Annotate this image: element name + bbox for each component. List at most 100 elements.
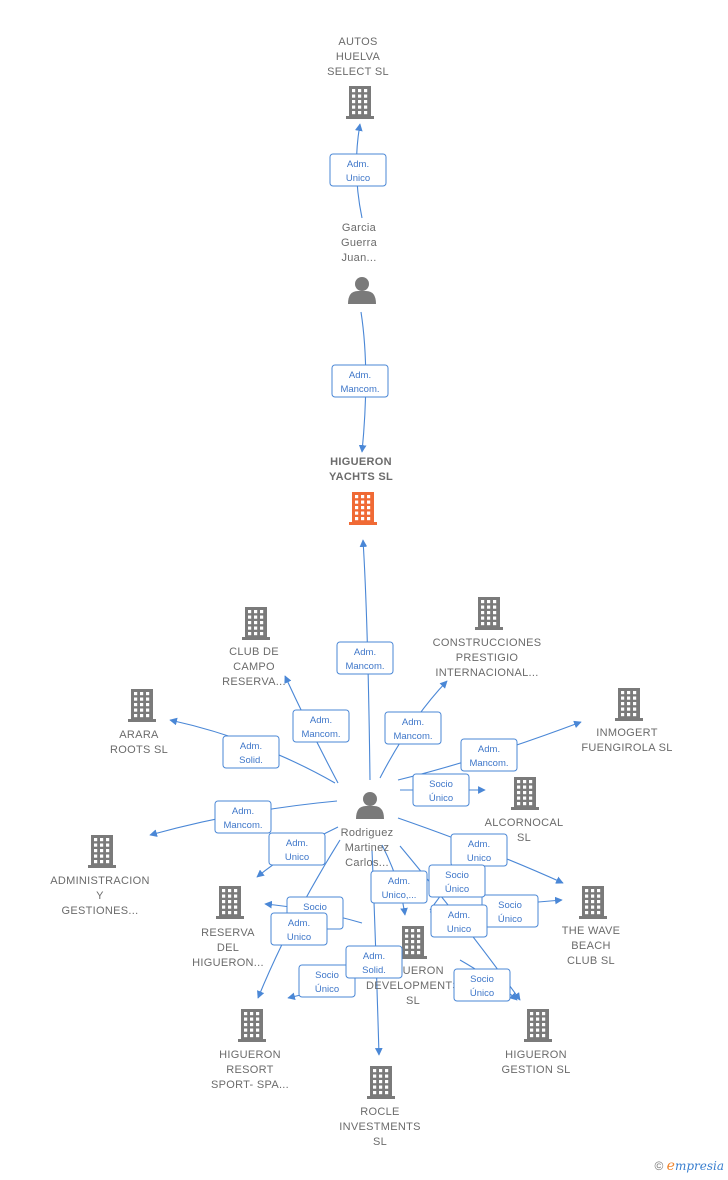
edge-label[interactable]: Adm.Mancom. [214, 800, 272, 834]
edge-label[interactable]: Adm.Mancom. [331, 364, 389, 398]
edge-rodriguez-to-higueron_yachts [359, 539, 371, 781]
edge-label-box[interactable] [370, 870, 428, 904]
edge-label-text: Unico [467, 853, 491, 864]
edge-label-box[interactable] [428, 864, 486, 898]
edge-label-text: Solid. [362, 965, 386, 976]
edge-label[interactable]: Adm. Mancom. [292, 709, 350, 743]
node-label: BEACH [571, 940, 610, 952]
building-icon [238, 1009, 266, 1042]
node-label: HIGUERON [505, 1049, 567, 1061]
edge-label[interactable]: Adm.Unico [430, 904, 488, 938]
copyright-symbol: © [654, 1159, 664, 1173]
edge-label-box[interactable] [412, 773, 470, 807]
node-label: Y [96, 890, 104, 902]
edge-label-text: Socio [470, 974, 494, 985]
building-icon [367, 1066, 395, 1099]
edge-label-text: Socio [303, 902, 327, 913]
node-label: FUENGIROLA SL [581, 742, 672, 754]
edge-label-text: Mancom. [345, 661, 384, 672]
node-label: Carlos... [345, 857, 389, 869]
edge-label-box[interactable] [329, 153, 387, 187]
edge-label-box[interactable] [298, 964, 356, 998]
edge-label-box[interactable] [222, 735, 280, 769]
node-label: Rodriguez [341, 827, 394, 839]
edge-label-box[interactable] [268, 832, 326, 866]
node-label: CAMPO [233, 661, 275, 673]
building-icon [216, 886, 244, 919]
edge-label-text: Socio [445, 870, 469, 881]
edge-label-box[interactable] [214, 800, 272, 834]
node-label: HIGUERON... [192, 957, 264, 969]
node-reserva[interactable]: RESERVADELHIGUERON... [192, 886, 264, 969]
node-label: CLUB SL [567, 955, 615, 967]
edge-label-text: Único [470, 988, 494, 999]
edge-label[interactable]: Adm.Mancom. [384, 711, 442, 745]
node-administracion[interactable]: ADMINISTRACIONYGESTIONES... [50, 835, 150, 917]
node-label: THE WAVE [562, 925, 621, 937]
node-label: PRESTIGIO [456, 652, 519, 664]
edge-label-box[interactable] [384, 711, 442, 745]
edge-label-box[interactable] [270, 912, 328, 946]
node-label: YACHTS SL [329, 471, 393, 483]
node-label: SL [406, 995, 420, 1007]
edge-label-text: Socio [498, 900, 522, 911]
edge-label-text: Mancom. [223, 820, 262, 831]
edge-label-text: Adm. [402, 717, 424, 728]
edge-label[interactable]: Adm.Solid. [222, 735, 280, 769]
edge-label-text: Adm. [310, 715, 332, 726]
empresia-logo[interactable]: © empresia [654, 1158, 724, 1174]
building-icon [349, 492, 377, 525]
edge-label[interactable]: Adm.Mancom. [460, 738, 518, 772]
node-garcia[interactable]: GarciaGuerraJuan... [341, 222, 378, 304]
edge-label[interactable]: Adm.Unico,... [370, 870, 428, 904]
edge-label-text: Único [315, 984, 339, 995]
edge-label-text: Adm. [478, 744, 500, 755]
node-club_campo[interactable]: CLUB DECAMPORESERVA... [222, 607, 286, 688]
building-icon [88, 835, 116, 868]
node-wave[interactable]: THE WAVE BEACH CLUB SL [562, 886, 621, 967]
edge-label[interactable]: Adm.Unico [268, 832, 326, 866]
building-icon [511, 777, 539, 810]
node-label: Garcia [342, 222, 377, 234]
node-label: ADMINISTRACION [50, 875, 150, 887]
node-rodriguez[interactable]: RodriguezMartinezCarlos... [341, 792, 394, 869]
edge-label-text: Adm. [363, 951, 385, 962]
edge-label-text: Único [445, 884, 469, 895]
edge-label-box[interactable] [336, 641, 394, 675]
node-label: HIGUERON [219, 1049, 281, 1061]
edge-label[interactable]: Adm.Unico [270, 912, 328, 946]
edge-label[interactable]: Adm.Unico [450, 833, 508, 867]
edge-label[interactable]: Adm.Mancom. [336, 641, 394, 675]
edge-label-box[interactable] [460, 738, 518, 772]
edge-label-text: Mancom. [301, 729, 340, 740]
edge-label[interactable]: Adm.Unico [329, 153, 387, 187]
edge-label-text: Adm. [347, 159, 369, 170]
edge-label-text: Adm. [288, 918, 310, 929]
node-label: RESORT [226, 1064, 273, 1076]
edge-label-text: Único [498, 914, 522, 925]
person-icon [348, 277, 376, 304]
building-icon [615, 688, 643, 721]
edge-label-box[interactable] [292, 709, 350, 743]
building-icon [346, 86, 374, 119]
edge-label-box[interactable] [430, 904, 488, 938]
person-icon [356, 792, 384, 819]
edge-label-box[interactable] [345, 945, 403, 979]
edge-label-box[interactable] [453, 968, 511, 1002]
edge-label-box[interactable] [331, 364, 389, 398]
edge-label[interactable]: Adm. Solid. [345, 945, 403, 979]
node-construcciones[interactable]: CONSTRUCCIONESPRESTIGIOINTERNACIONAL... [433, 597, 542, 679]
